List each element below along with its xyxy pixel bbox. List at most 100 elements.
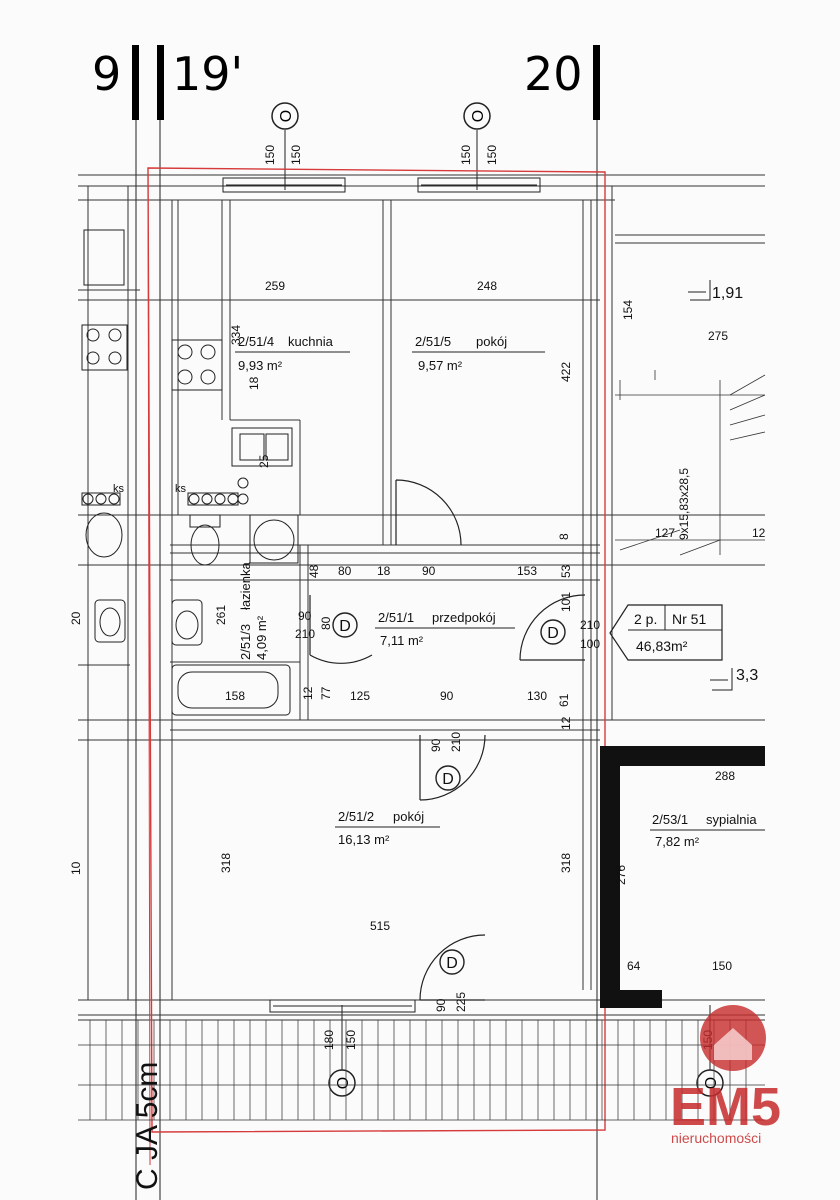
- room-label-bath: 2/51/3 łazienka 4,09 m²: [238, 562, 269, 660]
- room-code: 2/51/1: [378, 610, 414, 625]
- window-marker-symbol: O: [703, 1077, 720, 1089]
- dim-d130: 130: [527, 689, 547, 703]
- room-area: 7,82 m²: [655, 834, 700, 849]
- room-area: 7,11 m²: [380, 633, 424, 648]
- room-code: 2/51/2: [338, 809, 374, 824]
- dim-d53: 53: [559, 564, 573, 578]
- window-marker-symbol: O: [470, 110, 487, 122]
- axis-9-label: 9: [92, 47, 121, 101]
- axis-19-label: 19': [172, 47, 243, 101]
- door-marker-hall: D: [332, 612, 358, 638]
- dim-d61: 61: [557, 693, 571, 707]
- dim-d334: 334: [229, 325, 243, 345]
- room-area: 9,57 m²: [418, 358, 463, 373]
- structural-lines: [78, 174, 765, 1021]
- dim-d90b: 90: [298, 609, 312, 623]
- dim-d101: 101: [559, 592, 573, 612]
- room-name: pokój: [476, 334, 507, 349]
- dim-d150e: 150: [712, 959, 732, 973]
- door-marker-entry: D: [540, 619, 566, 645]
- dim-d77: 77: [319, 686, 333, 700]
- dim-d150b: 150: [289, 145, 303, 165]
- house-icon: [714, 1028, 752, 1060]
- thick-walls: [600, 746, 765, 1008]
- room-code: 2/51/3: [238, 624, 253, 660]
- dim-d8: 8: [557, 533, 571, 540]
- doors: [309, 479, 586, 1001]
- dim-d276: 276: [614, 865, 628, 885]
- room-label-hall: 2/51/1 przedpokój 7,11 m²: [375, 610, 515, 648]
- dim-d12b: 12: [301, 686, 315, 700]
- meters: [81, 477, 249, 506]
- dim-d90c: 90: [440, 689, 454, 703]
- window-marker-2: O: [463, 102, 491, 190]
- em5-logo: EM5 nieruchomości: [670, 1005, 781, 1146]
- window-marker-3: O: [328, 1005, 356, 1097]
- dim-ks-left: ks: [113, 483, 125, 495]
- dim-d100: 100: [580, 637, 600, 651]
- room-label-room2: 2/51/2 pokój 16,13 m²: [335, 809, 440, 847]
- dim-d150a: 150: [263, 145, 277, 165]
- dim-ks-right: ks: [175, 483, 187, 495]
- door-marker-symbol: D: [442, 771, 454, 788]
- room-labels: 2/51/4 kuchnia 9,93 m² 2/51/5 pokój 9,57…: [235, 334, 765, 849]
- dim-d288: 288: [715, 769, 735, 783]
- dim-d259: 259: [265, 279, 285, 293]
- room-area: 16,13 m²: [338, 832, 390, 847]
- room-area: 4,09 m²: [254, 615, 269, 660]
- dim-d90e: 90: [434, 998, 448, 1012]
- vertical-label: C JA 5cm: [131, 1062, 164, 1190]
- apartment-floor: 2 p.: [634, 611, 657, 627]
- dim-d318b: 318: [559, 853, 573, 873]
- room-name: kuchnia: [288, 334, 334, 349]
- room-name: sypialnia: [706, 812, 757, 827]
- dim-d12c: 12: [559, 716, 573, 730]
- balcony-hatch: [78, 1044, 765, 1121]
- room-code: 2/51/5: [415, 334, 451, 349]
- room-label-bedroom: 2/53/1 sypialnia 7,82 m²: [650, 812, 765, 849]
- axis-20-label: 20: [524, 47, 583, 101]
- dim-d210a: 210: [295, 627, 315, 641]
- window-marker-symbol: O: [335, 1077, 352, 1089]
- dim-d12: 12: [752, 526, 766, 540]
- dim-d80a: 80: [338, 564, 352, 578]
- door-marker-symbol: D: [547, 625, 559, 642]
- dim-d150f: 150: [344, 1030, 358, 1050]
- room-name: przedpokój: [432, 610, 496, 625]
- window-markers: O O O O: [271, 102, 724, 1097]
- dim-d48: 48: [307, 564, 321, 578]
- room-label-room1: 2/51/5 pokój 9,57 m²: [412, 334, 545, 373]
- dim-d150c: 150: [459, 145, 473, 165]
- dim-d158: 158: [225, 689, 245, 703]
- dim-d127: 127: [655, 526, 675, 540]
- stairs-label: 9x15,83x28,5: [677, 468, 691, 540]
- dim-d261: 261: [214, 605, 228, 625]
- room-area: 9,93 m²: [238, 358, 283, 373]
- apartment-tag: 2 p. Nr 51 46,83m²: [609, 604, 723, 661]
- room-code: 2/53/1: [652, 812, 688, 827]
- room-name: łazienka: [238, 562, 253, 610]
- boundary-left: [147, 167, 151, 1166]
- apartment-number: Nr 51: [672, 611, 706, 627]
- dim-d180: 180: [322, 1030, 336, 1050]
- dim-d225: 225: [454, 992, 468, 1012]
- logo-sub-text: nieruchomości: [671, 1130, 761, 1146]
- axis-19-bar: [157, 45, 164, 120]
- dim-d248: 248: [477, 279, 497, 293]
- door-marker-symbol: D: [339, 618, 351, 635]
- dim-d210c: 210: [449, 732, 463, 752]
- dim-d275: 275: [708, 329, 728, 343]
- dim-d153: 153: [517, 564, 537, 578]
- door-symbols: D D D D: [332, 612, 566, 975]
- door-marker-balcony: D: [439, 949, 465, 975]
- dim-d154: 154: [621, 300, 635, 320]
- level-marks: 1,91 3,3: [688, 280, 758, 691]
- dim-d515: 515: [370, 919, 390, 933]
- kitchen-appliances: [81, 229, 293, 467]
- axis-20-bar: [593, 45, 600, 120]
- level-mark-2: 3,3: [736, 667, 758, 684]
- room-code: 2/51/4: [238, 334, 274, 349]
- dim-d64: 64: [627, 959, 641, 973]
